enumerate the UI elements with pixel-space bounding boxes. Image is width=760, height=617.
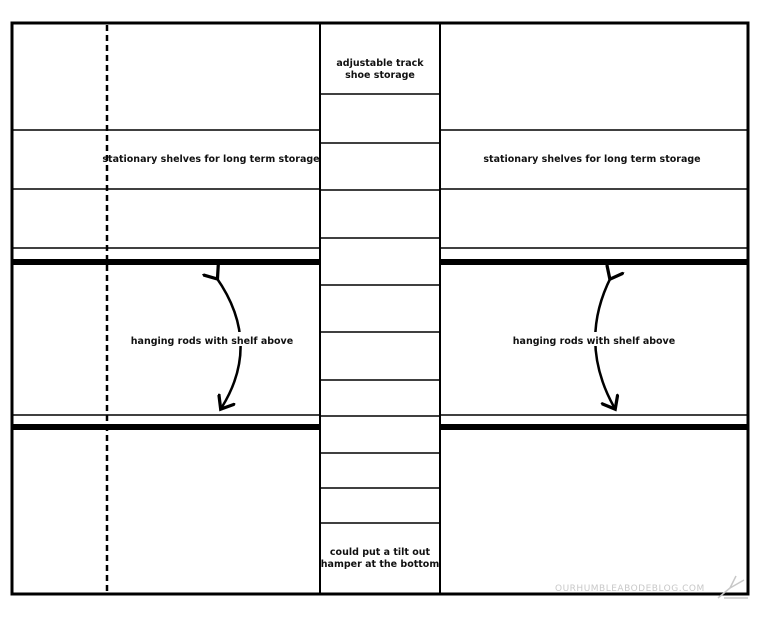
left-shelves — [12, 129, 320, 416]
closet-frame — [10, 21, 750, 596]
right-shelves — [440, 129, 748, 416]
bird-logo-icon — [717, 575, 748, 599]
hamper-label-1: could put a tilt out — [330, 547, 431, 558]
left-shelves-label: stationary shelves for long term storage — [102, 154, 319, 165]
shoe-storage-label-2: shoe storage — [345, 70, 415, 81]
right-hanging-rods — [440, 259, 748, 430]
left-rods-label: hanging rods with shelf above — [131, 336, 293, 347]
right-rods-label: hanging rods with shelf above — [513, 336, 675, 347]
right-shelves-label: stationary shelves for long term storage — [483, 154, 700, 165]
left-hanging-rods — [12, 259, 320, 430]
watermark: OURHUMBLEABODEBLOG.COM — [555, 584, 705, 594]
hamper-label-2: hamper at the bottom — [321, 559, 440, 570]
shoe-storage-label-1: adjustable track — [336, 58, 424, 69]
shoe-shelves — [320, 93, 440, 524]
